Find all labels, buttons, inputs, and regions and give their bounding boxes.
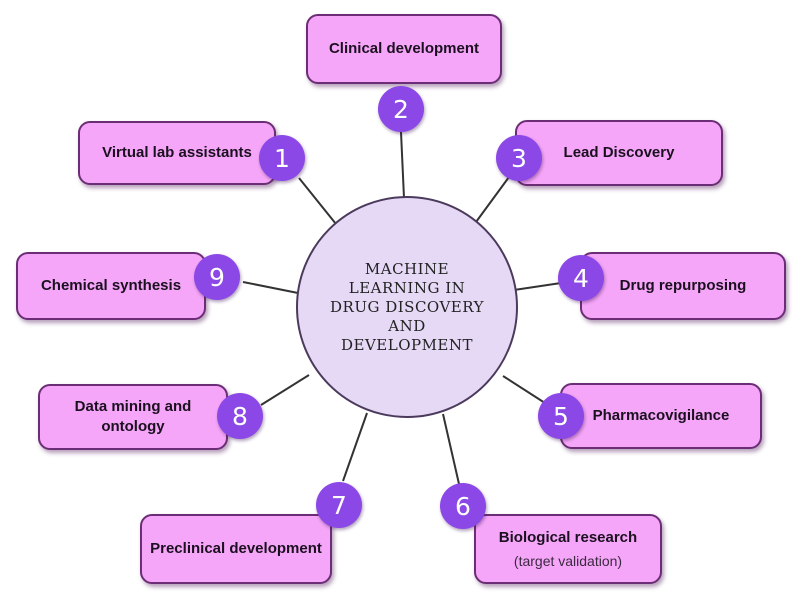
node-biological-research: Biological research (target validation)	[474, 514, 662, 584]
badge-4: 4	[558, 255, 604, 301]
node-label: Data mining and ontology	[74, 398, 192, 435]
connector-8	[260, 374, 310, 406]
connector-4	[513, 282, 562, 291]
badge-8: 8	[217, 393, 263, 439]
connector-6	[442, 413, 460, 485]
node-label: Biological research	[498, 528, 638, 546]
node-label: Pharmacovigilance	[592, 407, 730, 424]
central-hub-label: MACHINE LEARNING IN DRUG DISCOVERY AND D…	[330, 259, 484, 354]
node-label: Clinical development	[328, 40, 480, 57]
badge-5: 5	[538, 393, 584, 439]
central-hub: MACHINE LEARNING IN DRUG DISCOVERY AND D…	[296, 196, 518, 418]
badge-9: 9	[194, 254, 240, 300]
badge-1: 1	[259, 135, 305, 181]
connector-7	[342, 412, 368, 482]
badge-3: 3	[496, 135, 542, 181]
connector-3	[475, 176, 510, 223]
node-sublabel: (target validation)	[513, 552, 623, 569]
node-chemical-synthesis: Chemical synthesis	[16, 252, 206, 320]
node-virtual-lab-assistants: Virtual lab assistants	[78, 121, 276, 185]
badge-6: 6	[440, 483, 486, 529]
node-lead-discovery: Lead Discovery	[515, 120, 723, 186]
node-preclinical-development: Preclinical development	[140, 514, 332, 584]
node-label: Drug repurposing	[619, 277, 747, 294]
node-label: Virtual lab assistants	[102, 144, 252, 161]
node-pharmacovigilance: Pharmacovigilance	[560, 383, 762, 449]
node-clinical-development: Clinical development	[306, 14, 502, 84]
connector-9	[242, 281, 299, 294]
connector-2	[400, 131, 405, 199]
badge-2: 2	[378, 86, 424, 132]
node-label: Preclinical development	[150, 540, 322, 557]
connector-5	[502, 375, 546, 404]
node-label: Lead Discovery	[563, 144, 675, 161]
node-data-mining-and-ontology: Data mining and ontology	[38, 384, 228, 450]
badge-7: 7	[316, 482, 362, 528]
node-drug-repurposing: Drug repurposing	[580, 252, 786, 320]
node-label: Chemical synthesis	[40, 277, 182, 294]
connector-1	[298, 177, 337, 225]
